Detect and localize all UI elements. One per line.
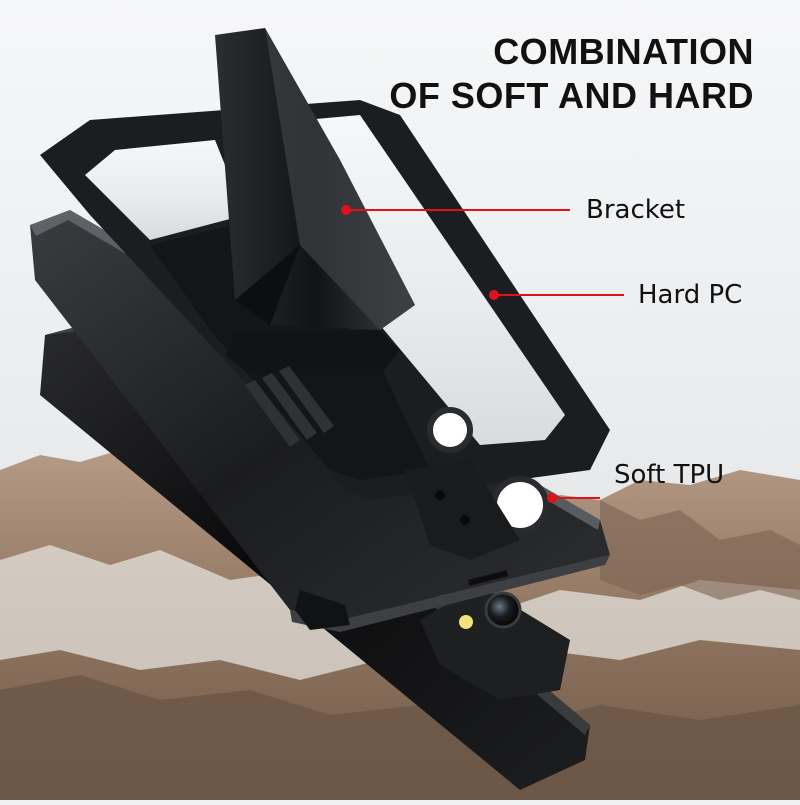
bracket-kickstand-facet [235, 245, 300, 325]
frame-lens-cutout-1 [427, 407, 473, 453]
bracket-hinge [225, 330, 400, 375]
frame-camera-bump [405, 460, 520, 560]
headline-line-1: COMBINATION [493, 31, 754, 72]
callout-label-hard-pc: Hard PC [638, 280, 743, 310]
pc-frame-window-upper [85, 140, 245, 240]
mountain-foreground [0, 675, 800, 800]
phone-flash [459, 615, 473, 629]
callout-bracket-line [341, 205, 570, 215]
mountain-ridge-shadow [600, 500, 800, 600]
tpu-port [467, 570, 509, 586]
headline: COMBINATION OF SOFT AND HARD [334, 30, 754, 118]
callout-soft-tpu-line [547, 493, 600, 503]
phone-camera-lens [484, 591, 522, 629]
callout-label-soft-tpu: Soft TPU [614, 460, 725, 490]
frame-small-hole-1 [435, 490, 445, 500]
case-corner-bumper [295, 590, 350, 630]
bracket-kickstand-ridge [265, 28, 415, 330]
frame-small-hole-2 [460, 515, 470, 525]
headline-line-2: OF SOFT AND HARD [389, 75, 754, 116]
pc-frame-window-right [305, 115, 565, 445]
callout-label-bracket: Bracket [586, 195, 686, 225]
phone-camera-module [420, 585, 570, 700]
callout-hard-pc-line [489, 290, 624, 300]
frame-grip-ridges [245, 366, 334, 447]
